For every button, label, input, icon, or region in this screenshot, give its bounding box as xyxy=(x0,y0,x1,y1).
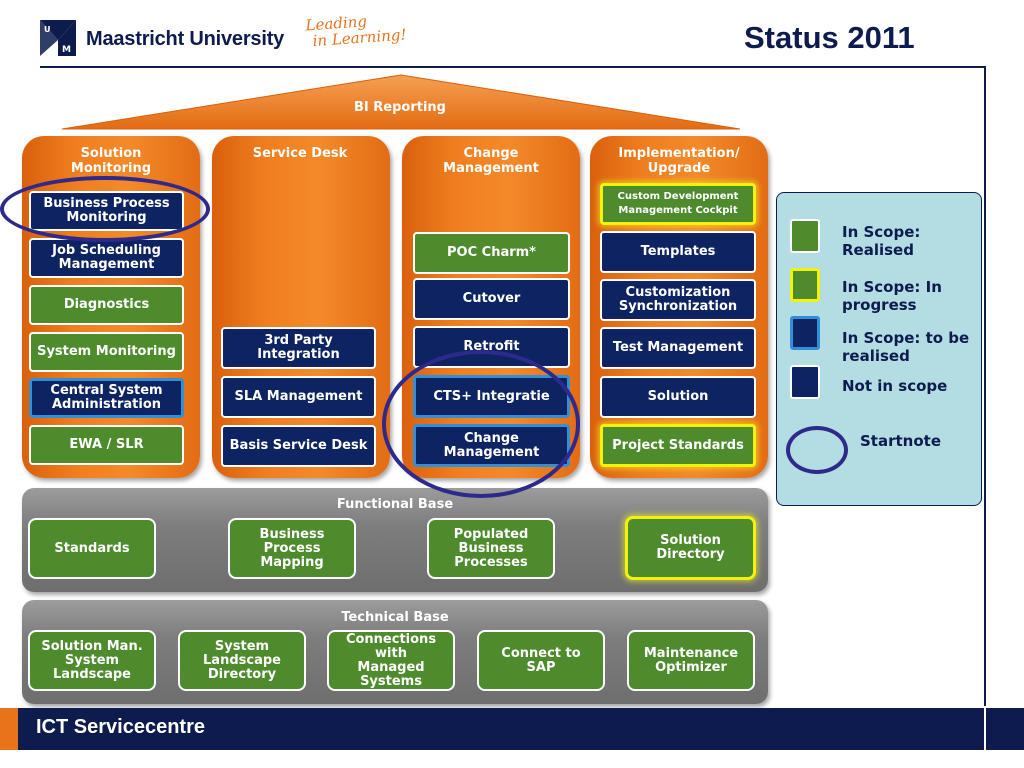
pillar-title-implementation-upgrade: Implementation/ Upgrade xyxy=(618,146,740,176)
legend-label-in-progress: In Scope: In progress xyxy=(842,278,942,314)
box-cutover[interactable]: Cutover xyxy=(413,278,570,320)
box-poc-charm[interactable]: POC Charm* xyxy=(413,232,570,274)
box-basis-service-desk[interactable]: Basis Service Desk xyxy=(221,425,376,467)
startnote-oval-change-management xyxy=(382,350,580,498)
box-test-management[interactable]: Test Management xyxy=(600,327,756,369)
footer-divider xyxy=(984,708,986,750)
legend-label-startnote: Startnote xyxy=(860,432,941,450)
box-project-standards[interactable]: Project Standards xyxy=(600,424,756,467)
box-job-scheduling-management[interactable]: Job Scheduling Management xyxy=(29,238,184,278)
box-customization-synchronization[interactable]: Customization Synchronization xyxy=(600,279,756,321)
box-solution-man-system-landscape[interactable]: Solution Man. System Landscape xyxy=(28,630,156,691)
pillar-title-solution-monitoring: Solution Monitoring xyxy=(70,146,152,176)
box-populated-business-processes[interactable]: Populated Business Processes xyxy=(427,518,555,579)
footer-text: ICT Servicecentre xyxy=(36,716,205,738)
box-ewa-slr[interactable]: EWA / SLR xyxy=(29,425,184,465)
legend-swatch-not-in-scope xyxy=(790,365,820,399)
box-3rd-party-integration[interactable]: 3rd Party Integration xyxy=(221,327,376,369)
roof-shape xyxy=(61,74,741,130)
box-templates[interactable]: Templates xyxy=(600,231,756,273)
legend-label-realised: In Scope: Realised xyxy=(842,223,921,259)
box-central-system-administration[interactable]: Central System Administration xyxy=(29,378,184,418)
pillar-title-change-management: Change Management xyxy=(443,146,539,176)
university-logo-icon: M U xyxy=(40,20,76,56)
box-business-process-mapping[interactable]: Business Process Mapping xyxy=(228,518,356,579)
legend-startnote-oval-icon xyxy=(786,426,848,474)
legend-swatch-in-progress xyxy=(790,268,820,302)
legend-swatch-realised xyxy=(790,219,820,253)
box-system-landscape-directory[interactable]: System Landscape Directory xyxy=(178,630,306,691)
box-maintenance-optimizer[interactable]: Maintenance Optimizer xyxy=(627,630,755,691)
university-name: Maastricht University xyxy=(86,28,285,50)
svg-text:U: U xyxy=(44,25,51,34)
box-sla-management[interactable]: SLA Management xyxy=(221,376,376,418)
box-solution[interactable]: Solution xyxy=(600,376,756,418)
legend-label-not-in-scope: Not in scope xyxy=(842,377,948,395)
page-title: Status 2011 xyxy=(744,20,915,55)
legend-label-to-be-realised: In Scope: to be realised xyxy=(842,329,970,365)
functional-base-title: Functional Base xyxy=(336,497,454,512)
svg-text:M: M xyxy=(62,45,71,55)
footer-accent xyxy=(0,708,18,750)
header-divider xyxy=(40,66,985,68)
footer-bar xyxy=(0,708,1024,750)
box-connections-with-managed-systems[interactable]: Connections with Managed Systems xyxy=(327,630,455,691)
box-solution-directory[interactable]: Solution Directory xyxy=(625,516,756,580)
right-divider xyxy=(984,66,986,706)
tagline: Leading in Learning! xyxy=(305,11,407,50)
pillar-title-service-desk: Service Desk xyxy=(252,146,348,161)
box-system-monitoring[interactable]: System Monitoring xyxy=(29,332,184,372)
box-diagnostics[interactable]: Diagnostics xyxy=(29,285,184,325)
box-connect-to-sap[interactable]: Connect to SAP xyxy=(477,630,605,691)
legend-swatch-to-be-realised xyxy=(790,316,820,350)
pillar-service-desk xyxy=(212,136,390,478)
box-standards[interactable]: Standards xyxy=(28,518,156,579)
startnote-oval-business-process-monitoring xyxy=(0,176,210,242)
technical-base-title: Technical Base xyxy=(341,610,449,625)
box-custom-development-management-cockpit[interactable]: Custom Development Management Cockpit xyxy=(600,183,756,225)
roof-label: BI Reporting xyxy=(354,100,446,115)
